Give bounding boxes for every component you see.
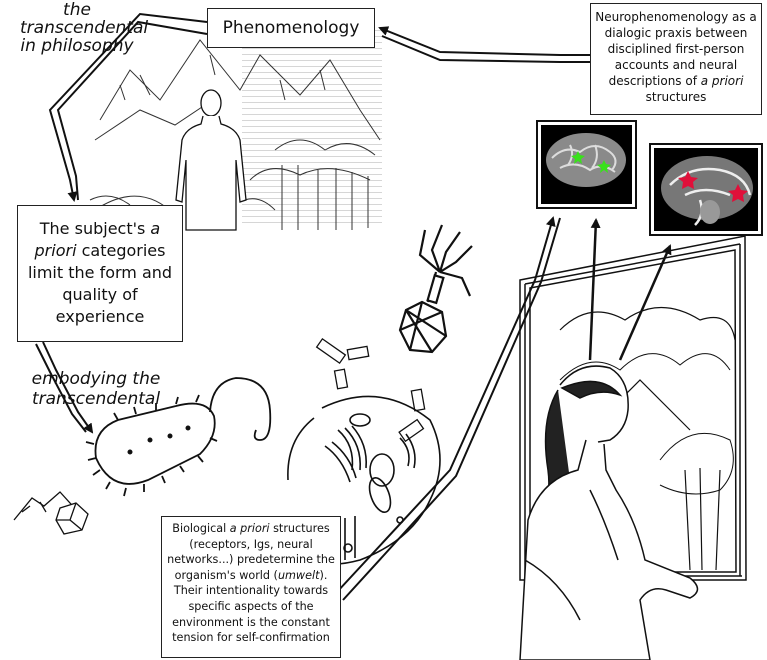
transcendental-label: the transcendental in philosophy	[20, 0, 149, 56]
phenomenology-box: Phenomenology	[207, 8, 375, 48]
neuro-line-4: accounts and neural	[614, 58, 738, 72]
neuro-line-2: dialogic praxis between	[604, 26, 748, 40]
phenomenology-title: Phenomenology	[222, 18, 360, 38]
subject-line-1b: a	[150, 219, 161, 238]
bio-line-4: organism's world (umwelt).	[162, 568, 340, 584]
bio-line-4c: ).	[319, 568, 328, 582]
bio-line-8: tension for self-confirmation	[172, 631, 330, 645]
woman-at-window	[519, 235, 747, 660]
biological-a-priori-box: Biological a priori structures (receptor…	[161, 516, 341, 658]
transcendental-line-3: in philosophy	[20, 35, 134, 56]
bio-line-6: specific aspects of the	[188, 599, 314, 613]
mountain-rock-sketch	[13, 491, 89, 535]
subject-line-1a: The subject's	[39, 219, 151, 238]
bacterium	[85, 377, 272, 497]
bio-line-3: networks...) predetermine the	[167, 553, 335, 567]
mountain-scene	[89, 30, 382, 230]
neuro-line-5a: descriptions of	[608, 74, 701, 88]
neuro-line-5: descriptions of a priori	[591, 73, 761, 89]
brain-scan-lateral	[536, 120, 637, 209]
brain-scan-sagittal	[649, 143, 763, 236]
neurophenomenology-box: Neurophenomenology as a dialogic praxis …	[590, 3, 762, 115]
neuro-line-3: disciplined first-person	[607, 42, 745, 56]
subject-categories-box: The subject's a priori categories limit …	[17, 205, 183, 342]
connector-arrows	[35, 12, 672, 601]
subject-line-2b: categories	[76, 241, 166, 260]
subject-line-2a: priori	[34, 241, 77, 260]
bio-line-7: environment is the constant	[172, 615, 330, 629]
bio-line-1b: a priori	[229, 522, 270, 535]
subject-line-4: quality of	[62, 285, 138, 304]
transcendental-line-2: transcendental	[20, 17, 149, 38]
bio-line-1a: Biological	[172, 522, 230, 535]
transcendental-line-1: the	[63, 0, 91, 20]
embodying-line-2: transcendental	[31, 388, 161, 409]
bacteriophage	[398, 224, 473, 354]
receptor-blocks	[315, 337, 426, 443]
bio-line-1c: structures	[269, 522, 330, 535]
subject-line-3: limit the form and	[27, 263, 173, 282]
bio-line-4b: umwelt	[277, 568, 320, 582]
embodying-label: embodying the transcendental	[30, 369, 162, 409]
neuro-line-1: Neurophenomenology as a	[595, 10, 757, 24]
embodying-line-1: embodying the	[31, 369, 161, 389]
standing-man	[175, 89, 247, 231]
neuro-line-5b: a priori	[700, 74, 744, 88]
bio-line-1: Biological a priori structures	[162, 521, 340, 537]
bio-line-4a: organism's world (	[174, 568, 278, 582]
neuro-line-6: structures	[645, 90, 707, 104]
subject-line-5: experience	[55, 307, 145, 326]
subject-line-1: The subject's a	[18, 218, 182, 240]
bio-line-2: (receptors, Igs, neural	[189, 537, 313, 551]
bio-line-5: Their intentionality towards	[173, 584, 329, 598]
subject-line-2: priori categories	[18, 240, 182, 262]
